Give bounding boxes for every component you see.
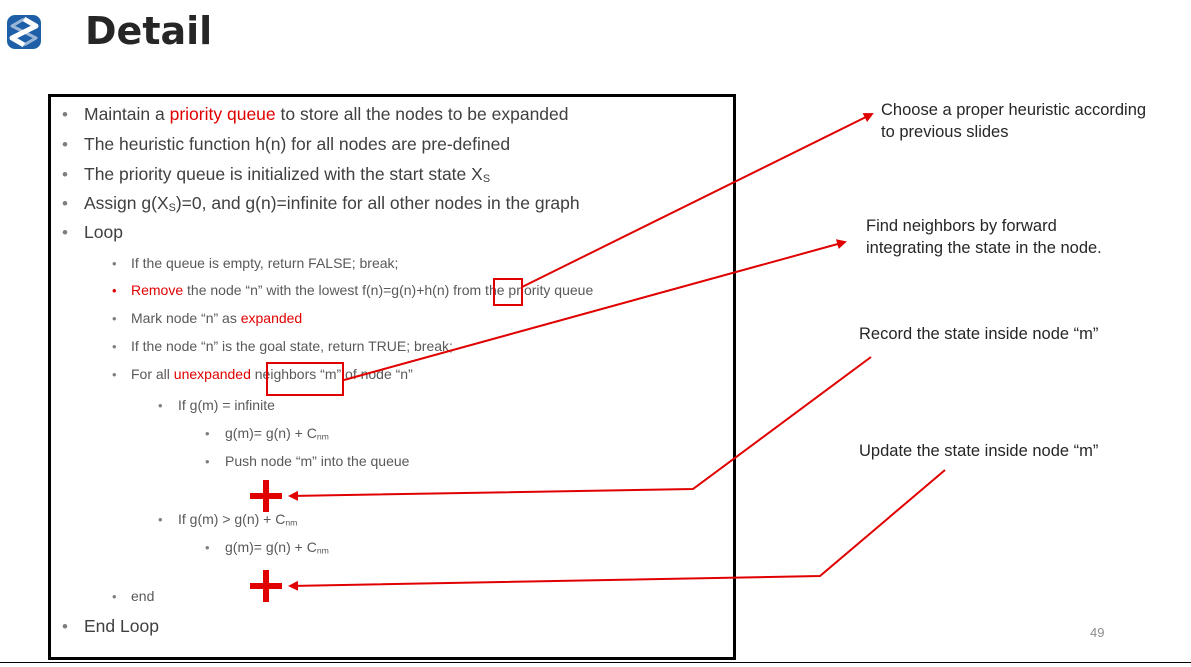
bullet-dot: • (112, 589, 117, 604)
neighbors-highlight-box (266, 362, 344, 396)
arrow-record (288, 356, 872, 501)
line-mark-expanded: Mark node “n” as expanded (131, 310, 303, 326)
note-record: Record the state inside node “m” (859, 325, 1099, 343)
bullet-dot: • (62, 617, 68, 636)
plus-icon (250, 570, 282, 602)
bullet-dot: • (112, 283, 117, 298)
arrow-heuristic (521, 113, 874, 288)
line-assign-cost: g(m)= g(n) + Cnm (225, 425, 329, 442)
bullet-dot: • (112, 339, 117, 354)
line-if-greater: If g(m) > g(n) + Cnm (178, 511, 298, 528)
page-number: 49 (1090, 625, 1105, 640)
bullet-dot: • (62, 194, 68, 213)
note-update: Update the state inside node “m” (859, 442, 1099, 460)
line-end-loop: End Loop (84, 616, 159, 636)
bullet-dot: • (205, 426, 210, 441)
line-init: The priority queue is initialized with t… (84, 164, 491, 186)
bullet-dot: • (62, 135, 68, 154)
bullet-dot: • (62, 105, 68, 124)
bullet-dot: • (158, 512, 163, 527)
line-push: Push node “m” into the queue (225, 453, 410, 469)
bullet-dot: • (62, 223, 68, 242)
arrow-neighbors (343, 239, 847, 381)
bottom-divider (0, 662, 1191, 663)
bullet-dot: • (112, 311, 117, 326)
line-loop: Loop (84, 222, 123, 242)
s-logo-icon (7, 15, 41, 49)
line-if-infinite: If g(m) = infinite (178, 397, 275, 413)
bullet-dot: • (62, 165, 68, 184)
line-remove: Remove the node “n” with the lowest f(n)… (131, 282, 594, 298)
slide-title: Detail (85, 9, 213, 53)
line-assign: Assign g(XS)=0, and g(n)=infinite for al… (84, 193, 580, 215)
hn-highlight-box (493, 278, 523, 306)
bullet-dot: • (158, 398, 163, 413)
bullet-dot: • (205, 454, 210, 469)
line-end: end (131, 588, 155, 604)
line-empty-check: If the queue is empty, return FALSE; bre… (131, 255, 399, 271)
line-priority-queue: Maintain a priority queue to store all t… (84, 104, 569, 124)
line-update-cost: g(m)= g(n) + Cnm (225, 539, 329, 556)
line-goal-check: If the node “n” is the goal state, retur… (131, 338, 453, 354)
plus-icon (250, 480, 282, 512)
bullet-dot: • (205, 540, 210, 555)
algorithm-box (48, 94, 736, 660)
bullet-dot: • (112, 256, 117, 271)
bullet-dot: • (112, 367, 117, 382)
line-heuristic: The heuristic function h(n) for all node… (84, 134, 511, 154)
arrow-update (288, 469, 946, 591)
